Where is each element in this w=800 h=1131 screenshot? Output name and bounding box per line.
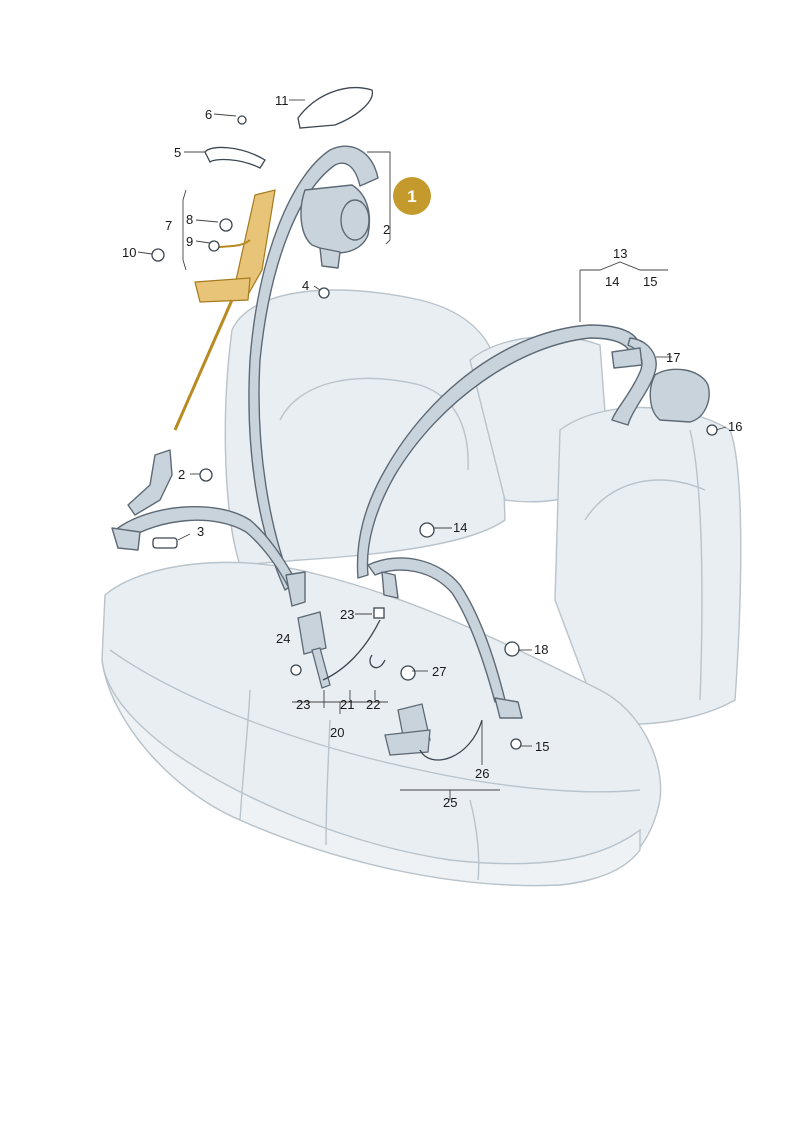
bracket-5 — [204, 146, 266, 169]
label-23-bottom: 23 — [296, 697, 310, 712]
bolt-16 — [706, 424, 718, 436]
center-buckle-base — [384, 729, 431, 756]
nut-14 — [419, 522, 435, 538]
connector-23 — [373, 607, 385, 619]
right-seat-belt — [356, 324, 710, 719]
clip-8 — [219, 218, 233, 232]
label-15-lower: 15 — [535, 739, 549, 754]
label-23-top: 23 — [340, 607, 354, 622]
nut-10 — [151, 248, 165, 262]
nut-18 — [504, 641, 520, 657]
wire-center — [322, 619, 381, 681]
right-backrest-seam — [689, 429, 703, 701]
right-backrest — [554, 406, 742, 725]
right-belt-guide — [611, 347, 643, 369]
label-11: 11 — [275, 93, 289, 108]
label-6: 6 — [205, 107, 212, 122]
label-5: 5 — [174, 145, 181, 160]
adjuster-bracket — [194, 277, 251, 303]
wire-22 — [369, 654, 386, 669]
right-shoulder-strap — [356, 324, 641, 579]
cushion-seam-right — [469, 799, 480, 881]
label-8: 8 — [186, 212, 193, 227]
label-27: 27 — [432, 664, 446, 679]
left-shoulder-strap — [248, 145, 379, 591]
belt-height-adjuster — [173, 189, 276, 431]
left-backrest — [224, 289, 506, 566]
label-22: 22 — [366, 697, 380, 712]
bolt-23 — [290, 664, 302, 676]
bolt-4 — [318, 287, 330, 299]
left-latch-plate — [285, 571, 306, 607]
label-4: 4 — [302, 278, 309, 293]
rear-seat-bench — [101, 289, 742, 887]
right-latch-plate — [381, 571, 399, 599]
adjuster-rod — [173, 299, 234, 431]
left-belt-tongue — [127, 449, 173, 516]
label-24: 24 — [276, 631, 290, 646]
label-2-upper: 2 — [383, 222, 390, 237]
bolt-6 — [237, 115, 247, 125]
hardware — [151, 86, 718, 761]
label-14-lower: 14 — [453, 520, 467, 535]
label-18: 18 — [534, 642, 548, 657]
bolt-15 — [510, 738, 522, 750]
retractor-bracket — [319, 247, 341, 269]
left-backrest-inner — [279, 377, 469, 471]
badge-circle — [393, 177, 431, 215]
trim-cover-11 — [297, 86, 373, 129]
label-25: 25 — [443, 795, 457, 810]
wire-26 — [419, 719, 483, 761]
callout-badge: 1 — [393, 177, 431, 215]
label-14-top: 14 — [605, 274, 619, 289]
label-16: 16 — [728, 419, 742, 434]
left-seat-belt — [111, 145, 379, 607]
buckles — [297, 611, 431, 756]
label-15-top: 15 — [643, 274, 657, 289]
label-2-lower: 2 — [178, 467, 185, 482]
label-21: 21 — [340, 697, 354, 712]
label-3: 3 — [197, 524, 204, 539]
cushion-seam-left — [239, 689, 251, 821]
label-10: 10 — [122, 245, 136, 260]
badge-number: 1 — [407, 187, 416, 206]
retractor-spool — [340, 199, 370, 241]
left-buckle-strap — [311, 647, 331, 689]
cushion-seam-front — [109, 649, 641, 793]
bolt-3 — [152, 537, 178, 549]
nut-2 — [199, 468, 213, 482]
clip-9 — [208, 240, 220, 252]
label-26: 26 — [475, 766, 489, 781]
left-anchor-plate — [111, 527, 141, 551]
label-9: 9 — [186, 234, 193, 249]
left-buckle — [297, 611, 327, 655]
nut-27 — [400, 665, 416, 681]
right-anchor-plate — [494, 697, 523, 719]
label-17: 17 — [666, 350, 680, 365]
label-7: 7 — [165, 218, 172, 233]
leader-lines — [137, 99, 727, 800]
part-labels: 6 11 5 2 7 8 9 10 4 13 14 15 17 16 2 3 1… — [122, 93, 742, 810]
label-20: 20 — [330, 725, 344, 740]
label-13: 13 — [613, 246, 627, 261]
right-backrest-inner — [584, 479, 706, 521]
cushion-seam-mid — [325, 719, 331, 846]
right-belt-retractor — [649, 368, 710, 423]
